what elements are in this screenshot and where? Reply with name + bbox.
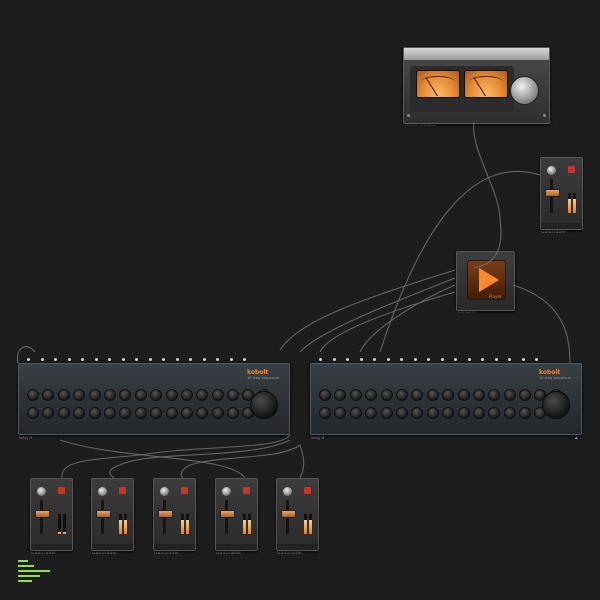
step-knob-row-bottom[interactable] [319, 407, 562, 419]
gain-knob[interactable] [37, 487, 46, 496]
gain-knob[interactable] [283, 487, 292, 496]
gain-knob[interactable] [222, 487, 231, 496]
device-label: Gain/Fader [154, 551, 180, 556]
device-label: Gain/Fader [31, 551, 57, 556]
sequencer-a[interactable]: kobolt 16 step sequencer [18, 358, 290, 435]
master-knob[interactable] [542, 391, 570, 419]
vu-meter-left [416, 70, 460, 98]
fader-handle[interactable] [545, 189, 560, 197]
step-knob-row-top[interactable] [319, 389, 562, 401]
fader-strip[interactable] [30, 478, 73, 551]
step-knob-row-bottom[interactable] [27, 407, 270, 419]
level-meter [243, 514, 246, 534]
player-device[interactable]: Player [456, 251, 515, 311]
fader-strip[interactable] [91, 478, 134, 551]
input-jacks[interactable] [319, 358, 581, 362]
device-label: Gain/Fader [216, 551, 242, 556]
device-header[interactable] [404, 48, 549, 61]
level-meter [568, 193, 571, 213]
screw-icon [543, 114, 546, 117]
master-knob[interactable] [250, 391, 278, 419]
level-meter [181, 514, 184, 534]
fader-strip[interactable] [215, 478, 258, 551]
device-label: Gain/Fader [277, 551, 303, 556]
vu-meter-device[interactable] [403, 47, 550, 124]
screw-icon [407, 114, 410, 117]
mute-button[interactable] [58, 487, 65, 494]
mute-button[interactable] [119, 487, 126, 494]
app-logo-icon [18, 560, 52, 582]
level-meter [304, 514, 307, 534]
vu-meter-right [464, 70, 508, 98]
device-label: Gain/Fader [541, 230, 567, 235]
device-label: Seq A [19, 436, 33, 441]
level-meter [309, 514, 312, 534]
step-knob-row-top[interactable] [27, 389, 270, 401]
device-label: Seq B [311, 436, 325, 441]
level-meter [186, 514, 189, 534]
fader-handle[interactable] [281, 510, 296, 518]
level-meter [58, 514, 61, 534]
gain-knob[interactable] [160, 487, 169, 496]
mute-button[interactable] [181, 487, 188, 494]
brand-subtitle: 16 step sequencer [247, 376, 280, 380]
play-icon [479, 268, 499, 292]
fader-strip[interactable] [540, 157, 583, 230]
level-meter [573, 193, 576, 213]
brand-subtitle: 16 step sequencer [539, 376, 572, 380]
vu-meter-panel [410, 66, 514, 112]
input-jacks[interactable] [27, 358, 289, 362]
level-meter [248, 514, 251, 534]
mute-button[interactable] [568, 166, 575, 173]
fader-strip[interactable] [153, 478, 196, 551]
fader-handle[interactable] [220, 510, 235, 518]
fader-handle[interactable] [96, 510, 111, 518]
sequencer-b[interactable]: kobolt 16 step sequencer [310, 358, 582, 435]
level-meter [124, 514, 127, 534]
gain-knob[interactable] [547, 166, 556, 175]
volume-knob[interactable] [510, 76, 539, 105]
fader-strip[interactable] [276, 478, 319, 551]
player-name: Player [489, 294, 502, 299]
collapse-icon[interactable]: ▴ [575, 435, 578, 441]
fader-handle[interactable] [158, 510, 173, 518]
device-label: Audio Output [405, 123, 437, 128]
level-meter [63, 514, 66, 534]
brand-logo: kobolt [247, 369, 269, 376]
mute-button[interactable] [304, 487, 311, 494]
brand-logo: kobolt [539, 369, 561, 376]
fader-handle[interactable] [35, 510, 50, 518]
mute-button[interactable] [243, 487, 250, 494]
device-label: Gain/Fader [92, 551, 118, 556]
gain-knob[interactable] [98, 487, 107, 496]
level-meter [119, 514, 122, 534]
